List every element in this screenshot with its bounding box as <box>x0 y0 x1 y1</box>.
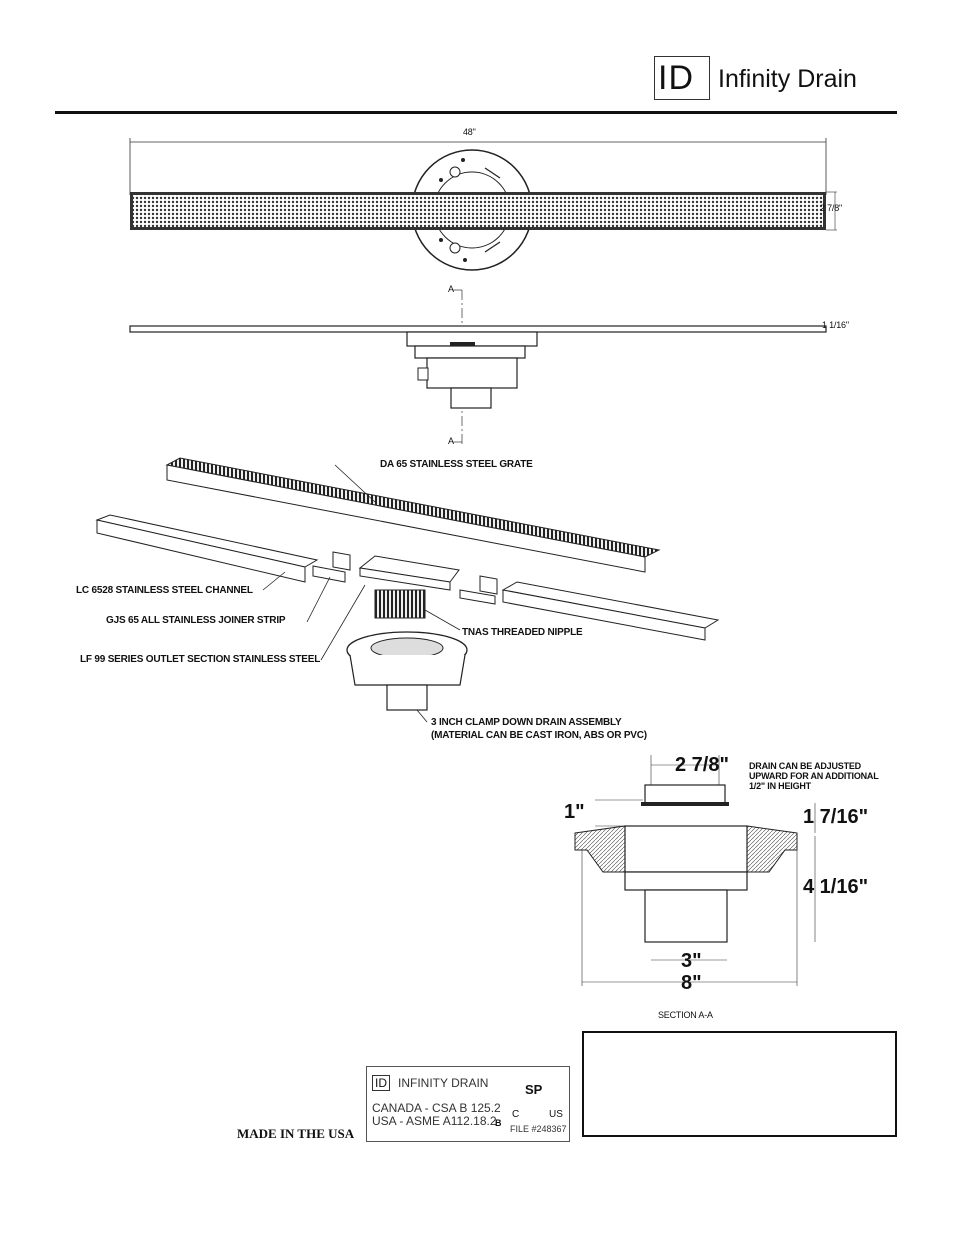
cert-brand: INFINITY DRAIN <box>398 1076 489 1090</box>
section-note-line2: UPWARD FOR AN ADDITIONAL <box>749 771 879 781</box>
section-mark-bottom: A <box>448 436 454 446</box>
section-right-top-dimension: 1 7/16" <box>803 806 869 828</box>
label-nipple: TNAS THREADED NIPPLE <box>462 627 583 638</box>
logo-mark: ID <box>658 59 694 97</box>
brand-name: Infinity Drain <box>718 65 857 93</box>
section-base-dimension: 8" <box>681 972 702 994</box>
section-title: SECTION A-A <box>658 1010 713 1020</box>
section-top-dimension: 2 7/8" <box>675 754 729 776</box>
section-right-bottom-dimension: 4 1/16" <box>803 876 869 898</box>
cert-logo-mark: ID <box>372 1075 390 1091</box>
label-joiner: GJS 65 ALL STAINLESS JOINER STRIP <box>106 615 286 626</box>
technical-drawing <box>95 138 837 986</box>
csa-us: US <box>549 1109 563 1120</box>
exploded-view <box>95 457 720 723</box>
top-view <box>129 138 837 271</box>
notes-box <box>582 1031 897 1137</box>
label-clamp-line1: 3 INCH CLAMP DOWN DRAIN ASSEMBLY <box>431 717 622 728</box>
header-rule <box>55 111 897 114</box>
side-view <box>129 289 827 445</box>
csa-file-number: FILE #248367 <box>510 1124 567 1134</box>
label-clamp-line2: (MATERIAL CAN BE CAST IRON, ABS OR PVC) <box>431 730 647 741</box>
section-left-dimension: 1" <box>564 801 585 823</box>
side-height-dimension: 1 1/16" <box>822 320 849 330</box>
made-in-usa-label: MADE IN THE USA <box>237 1126 355 1141</box>
width-dimension: 48" <box>463 127 476 137</box>
section-mark-top: A <box>448 284 454 294</box>
section-pipe-dimension: 3" <box>681 950 702 972</box>
logo-box <box>654 56 710 100</box>
certification-box <box>366 1066 570 1142</box>
cert-usa: USA - ASME A112.18.2 <box>372 1114 497 1128</box>
csa-mark: SP <box>525 1082 543 1097</box>
grate-width-dimension: 2 7/8" <box>820 203 843 213</box>
csa-b: B <box>495 1118 502 1128</box>
section-note-line1: DRAIN CAN BE ADJUSTED <box>749 761 861 771</box>
label-outlet: LF 99 SERIES OUTLET SECTION STAINLESS ST… <box>80 654 321 665</box>
section-view <box>574 755 816 986</box>
label-channel: LC 6528 STAINLESS STEEL CHANNEL <box>76 585 253 596</box>
cert-canada: CANADA - CSA B 125.2 <box>372 1101 501 1115</box>
csa-c: C <box>512 1109 520 1120</box>
label-grate: DA 65 STAINLESS STEEL GRATE <box>380 459 533 470</box>
section-note-line3: 1/2" IN HEIGHT <box>749 781 811 791</box>
